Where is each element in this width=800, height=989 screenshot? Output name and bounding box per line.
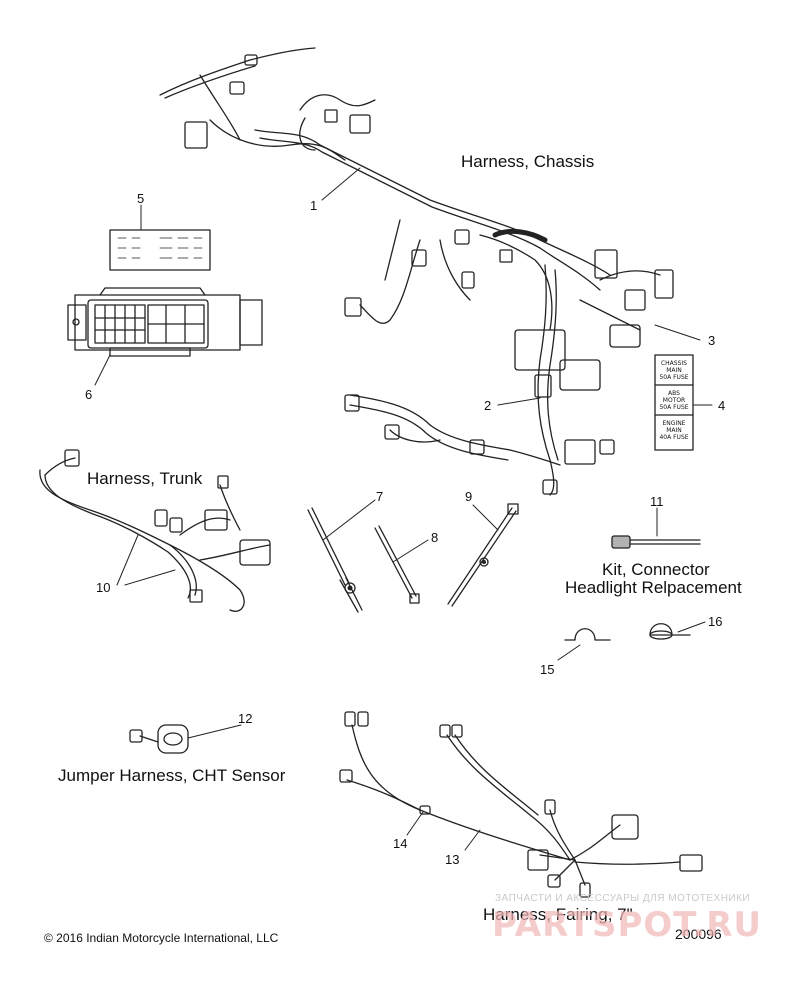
clamps-drawing [564, 623, 691, 641]
trunk-harness-drawing [39, 449, 271, 612]
callout-2: 2 [484, 398, 492, 413]
fuse-label-drawing [654, 354, 694, 451]
leader-lines [94, 167, 713, 851]
fuse-box-drawing [67, 287, 263, 357]
callout-4: 4 [718, 398, 726, 413]
connector-kit-drawing [611, 535, 701, 549]
label-jumper-harness: Jumper Harness, CHT Sensor [58, 766, 286, 785]
callout-13: 13 [445, 852, 460, 867]
label-sticker-drawing [109, 229, 211, 271]
callout-7: 7 [376, 489, 384, 504]
copyright-text: © 2016 Indian Motorcycle International, … [44, 931, 279, 945]
callout-5: 5 [137, 191, 145, 206]
callout-1: 1 [310, 198, 318, 213]
label-headlight-replacement: Headlight Relpacement [565, 578, 742, 597]
callout-15: 15 [540, 662, 555, 677]
fuse-label-abs: ABS MOTOR 50A FUSE [659, 390, 689, 411]
callout-6: 6 [85, 387, 93, 402]
callout-11: 11 [650, 494, 664, 509]
fairing-harness-drawing [339, 711, 703, 898]
watermark-logo: PARTSPOT.RU [492, 905, 763, 945]
callout-16: 16 [708, 614, 723, 629]
callout-9: 9 [465, 489, 473, 504]
label-harness-chassis: Harness, Chassis [461, 152, 595, 171]
callout-8: 8 [431, 530, 439, 545]
watermark-caption: ЗАПЧАСТИ И АКСЕССУАРЫ ДЛЯ МОТОТЕХНИКИ [495, 893, 751, 904]
label-harness-fairing: Harness, Fairing, 7" [483, 905, 633, 924]
figure-id: 200096 [675, 926, 722, 942]
fuse-label-engine: ENGINE MAIN 40A FUSE [659, 420, 689, 441]
label-kit-connector: Kit, Connector [602, 560, 710, 579]
chassis-harness-drawing [159, 47, 674, 496]
callout-3: 3 [708, 333, 716, 348]
cht-jumper-drawing [129, 724, 189, 754]
label-harness-trunk: Harness, Trunk [87, 469, 203, 488]
cable-ties-drawing [307, 503, 519, 613]
fuse-label-chassis: CHASSIS MAIN 50A FUSE [659, 360, 689, 381]
callout-10: 10 [96, 580, 111, 595]
callout-12: 12 [238, 711, 253, 726]
callout-14: 14 [393, 836, 408, 851]
